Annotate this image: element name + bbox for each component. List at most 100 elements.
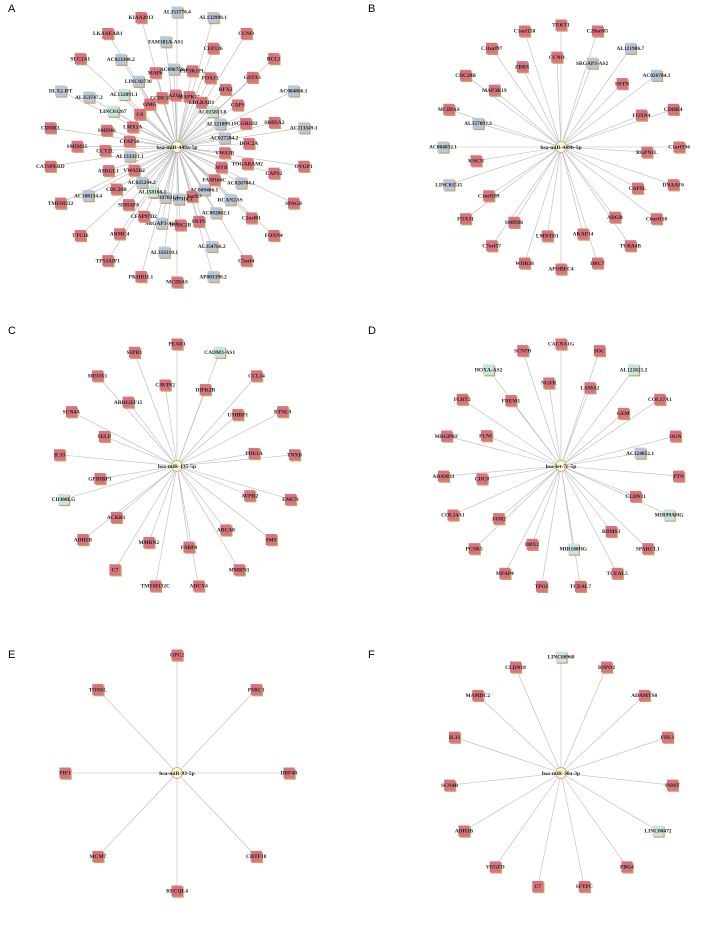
node-il33[interactable]: IL33: [449, 731, 462, 744]
node-abca8[interactable]: ABCA8: [217, 524, 235, 537]
node-cd300lg[interactable]: CD300LG: [52, 493, 76, 507]
node-kiaa2013[interactable]: KIAA2013: [129, 11, 154, 25]
node-cdc8[interactable]: CDC8: [475, 473, 490, 486]
node-emcn[interactable]: EMCN: [282, 493, 299, 507]
node-dnaaf6[interactable]: DNAAF6: [662, 179, 684, 192]
node-sms[interactable]: SMS: [266, 534, 278, 547]
node-cfap97d2[interactable]: CFAP97D2: [131, 210, 157, 223]
node-ccno[interactable]: CCNO: [238, 27, 254, 41]
node-chtf18[interactable]: CHTF18: [246, 850, 267, 864]
node-linc00472[interactable]: LINC00472: [645, 825, 672, 838]
node-hoxa-as2[interactable]: HOXA-AS2: [475, 364, 503, 377]
node-tceal5[interactable]: TCEAL5: [607, 567, 629, 580]
node-ac096759-1[interactable]: AC096759.1: [160, 63, 188, 76]
node-ac107021-1[interactable]: AC107021.1: [151, 191, 179, 205]
node-col14a1[interactable]: COL14A1: [441, 509, 465, 522]
node-ccno[interactable]: CCNO: [549, 51, 565, 64]
node-dcdc2b[interactable]: DCDC2B: [169, 219, 192, 232]
node-vegfd[interactable]: VEGFD: [486, 861, 505, 874]
node-pde1a[interactable]: PDE1A: [245, 447, 263, 461]
node-cep126[interactable]: CEP126: [204, 42, 223, 55]
node-sntn[interactable]: SNTN: [615, 78, 629, 91]
node-ac015813-8[interactable]: AC015813.8: [198, 106, 227, 119]
node-foxj1[interactable]: FOXJ1: [457, 213, 474, 226]
node-ovgp1[interactable]: OVGP1: [295, 160, 314, 173]
node-drc7[interactable]: DRC7: [590, 257, 605, 270]
node-srd5a2[interactable]: SRD5A2: [264, 116, 285, 130]
node-akap14[interactable]: AKAP14: [573, 228, 594, 241]
node-ac025244-2[interactable]: AC025244.2: [128, 176, 156, 190]
node-ccdc188[interactable]: CCDC188: [150, 92, 174, 105]
node-ap003390-2[interactable]: AP003390.2: [199, 271, 227, 284]
node-ac092802-1[interactable]: AC092802.1: [202, 207, 230, 220]
node-ac026704-1[interactable]: AC026704.1: [227, 177, 255, 190]
node-fhl1[interactable]: FHL1: [661, 731, 675, 744]
node-mfap4[interactable]: MFAP4: [496, 567, 514, 580]
node-al158168-1[interactable]: AL158168.1: [139, 186, 167, 199]
node-apobec4[interactable]: APOBEC4: [548, 263, 574, 276]
node-srgap3-as2[interactable]: SRGAP3-AS2: [576, 57, 609, 70]
node-rspo2[interactable]: RSPO2: [598, 661, 615, 674]
node-ccl14[interactable]: CCL14: [248, 370, 265, 383]
node-linc02730[interactable]: LINC02730: [125, 75, 152, 88]
node-ldlrad1[interactable]: LDLRAD1: [189, 96, 215, 110]
node-sparcl1[interactable]: SPARCL1: [636, 543, 660, 556]
node-fbg4[interactable]: FBG4: [620, 861, 634, 874]
node-caps2[interactable]: CAPS2: [266, 167, 283, 180]
node-tmem232[interactable]: TMEM232: [48, 197, 74, 210]
node-tmem132c[interactable]: TMEM132C: [141, 580, 170, 593]
node-al121821-2[interactable]: AL121821.2: [620, 364, 648, 377]
node-gpc2[interactable]: GPC2: [170, 649, 184, 662]
node-caps[interactable]: CAPS: [231, 99, 245, 112]
node-al353770-4[interactable]: AL353770.4: [163, 6, 191, 19]
node-ac026704-1[interactable]: AC026704.1: [642, 69, 671, 82]
node-c6orf118[interactable]: C6orf118: [646, 213, 668, 226]
node-smim6[interactable]: SMIM6: [98, 124, 116, 137]
node-capsl[interactable]: CAPSL: [629, 182, 647, 195]
node-adamts8[interactable]: ADAMTS8: [631, 689, 658, 703]
node-ac108134-4[interactable]: AC108134.4: [74, 190, 102, 203]
node-ngfr[interactable]: NGFR: [541, 377, 556, 390]
node-mmrn1[interactable]: MMRN1: [229, 564, 250, 577]
node-pkhd1l1[interactable]: PKHD1L1: [129, 271, 154, 284]
node-dbf4b[interactable]: DBF4B: [280, 767, 298, 780]
node-c11orf97[interactable]: C11orf97: [481, 42, 503, 55]
node-scn4a[interactable]: SCN4A: [63, 406, 80, 419]
node-pif1[interactable]: PIF1: [59, 767, 72, 780]
node-bcl2[interactable]: BCL2: [267, 53, 281, 66]
node-flnc[interactable]: FLNC: [479, 430, 494, 443]
node-fabp4[interactable]: FABP4: [181, 541, 198, 554]
node-linc00968[interactable]: LINC00968: [548, 651, 575, 664]
node-lmntd1[interactable]: LMNTD1: [536, 230, 559, 243]
node-al353747-2[interactable]: AL353747.2: [75, 91, 103, 104]
node-pcsk5[interactable]: PCSK5: [466, 543, 483, 556]
node-col17a1[interactable]: COL17A1: [648, 393, 672, 406]
node-doc2a[interactable]: DOC2A: [240, 137, 259, 151]
node-c7[interactable]: C7: [109, 564, 122, 577]
node-myb[interactable]: MYB: [215, 161, 228, 174]
node-asrgl1[interactable]: ASRGL1: [98, 165, 120, 178]
node-c5orf4[interactable]: C5orf4: [238, 255, 255, 268]
node-c20orf85[interactable]: C20orf85: [587, 25, 609, 38]
node-cct2l[interactable]: CCT2L: [96, 145, 114, 158]
node-smim35[interactable]: SMIM35: [67, 140, 88, 153]
node-al357093-2[interactable]: AL357093.2: [464, 117, 492, 131]
node-ushbp1[interactable]: USHBP1: [227, 409, 248, 422]
node-al132891-1[interactable]: AL132891.1: [110, 88, 138, 102]
node-srgap3-as2[interactable]: SRGAP3-AS2: [145, 217, 178, 230]
node-omg[interactable]: OMG: [143, 98, 157, 111]
node-gpihbp1[interactable]: GPIHBP1: [88, 473, 112, 486]
node-pip5k1pl[interactable]: PIP5K1PL: [180, 65, 206, 78]
node-ackr1[interactable]: ACKR1: [107, 511, 126, 525]
node-ac027284-2[interactable]: AC027284.2: [210, 132, 239, 145]
node-tpo2[interactable]: TPO2: [535, 580, 549, 594]
node-al121986-7[interactable]: AL121986.7: [616, 42, 645, 55]
hub-mirna[interactable]: hsa-miR-93-5p: [159, 767, 195, 779]
node-smim6[interactable]: SMIM6: [505, 216, 523, 230]
node-soc[interactable]: SOC: [594, 345, 607, 358]
node-spag8[interactable]: SPAG8: [285, 197, 302, 210]
node-ac107914-1[interactable]: AC107914.1: [165, 193, 193, 206]
node-kncn[interactable]: KNCN: [468, 155, 484, 168]
hub-mirna[interactable]: hsa-miR-449b-5p: [540, 141, 582, 153]
node-frem1[interactable]: FREM1: [502, 395, 521, 408]
